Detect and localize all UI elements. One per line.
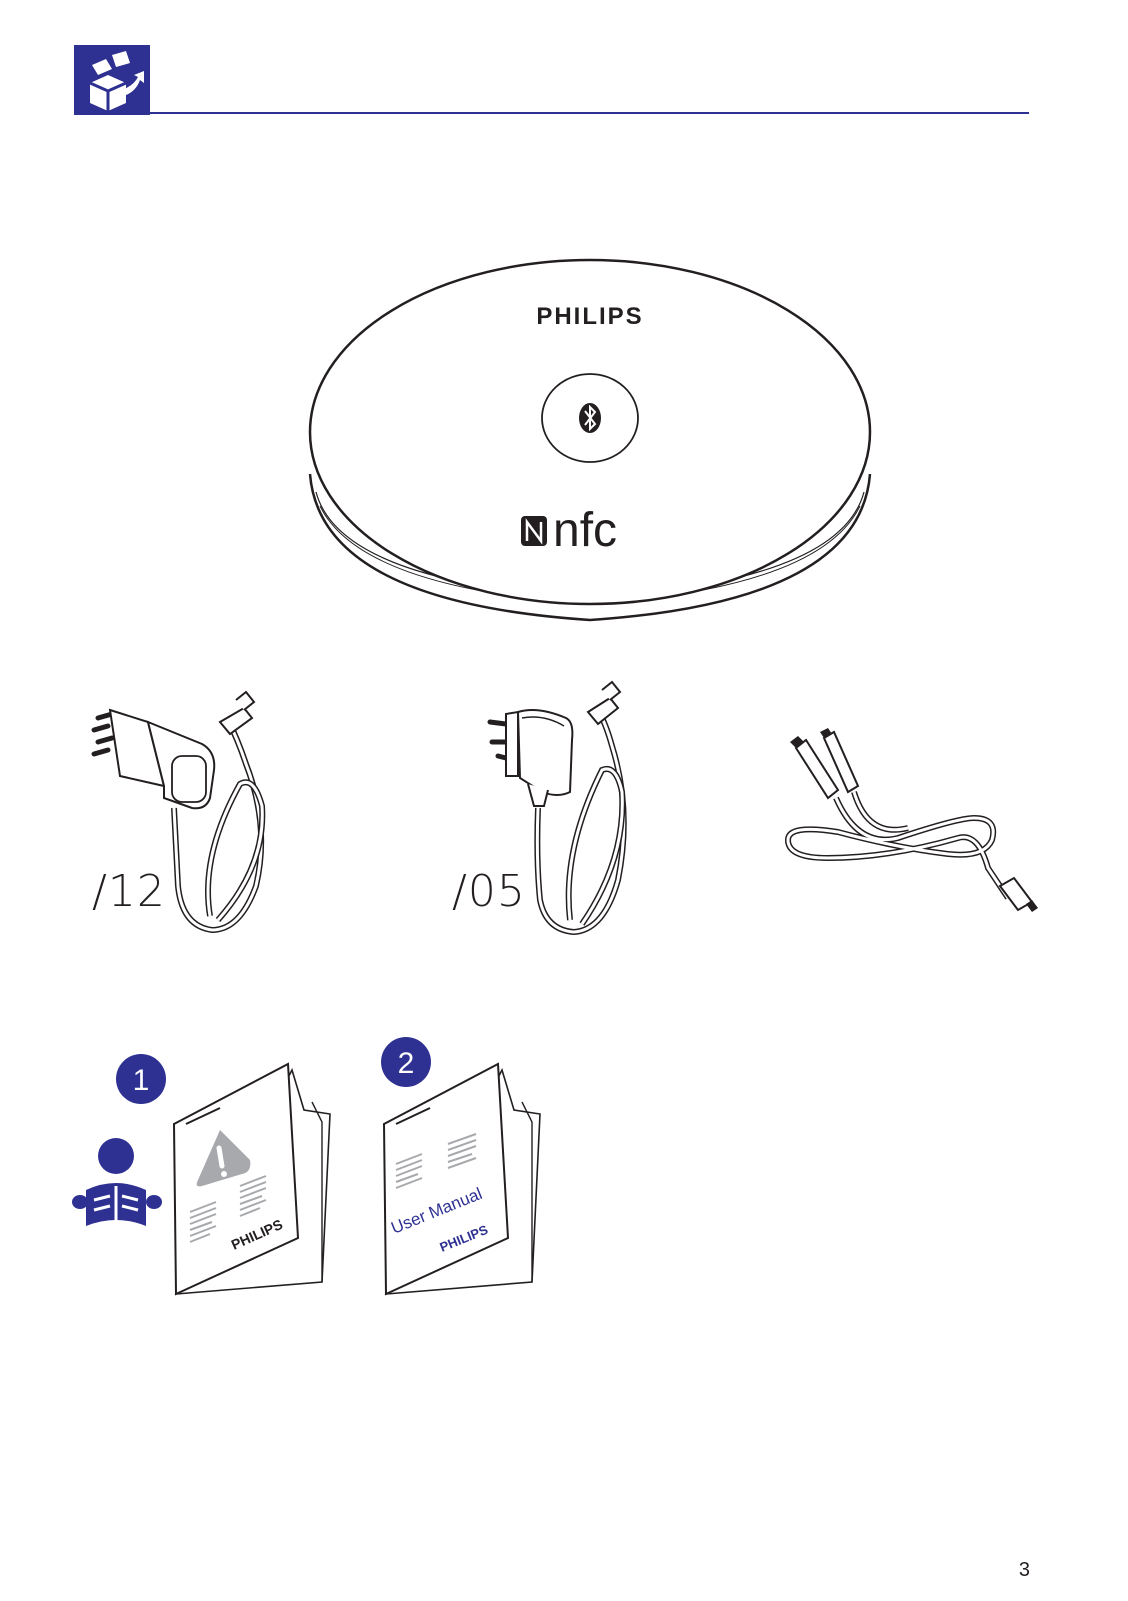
box-unpack-icon	[74, 45, 150, 115]
user-manual-booklet: User Manual PHILIPS	[382, 1062, 550, 1298]
variant-label-12: /12	[92, 866, 166, 917]
nfc-logo-text: nfc	[553, 504, 617, 557]
page-number: 3	[1019, 1559, 1030, 1582]
nfc-n-icon	[521, 516, 547, 546]
header-rule	[74, 112, 1029, 114]
variant-label-05: /05	[452, 866, 526, 917]
device-brand: PHILIPS	[536, 303, 643, 330]
audio-cable	[778, 728, 1038, 928]
document-number-1: 1	[133, 1064, 150, 1097]
safety-leaflet: PHILIPS	[172, 1062, 340, 1298]
bluetooth-icon	[579, 403, 601, 433]
bluetooth-button[interactable]	[542, 374, 638, 462]
philips-nfc-device: PHILIPS nfc	[300, 252, 880, 632]
document-number-badge-1: 1	[115, 1053, 167, 1105]
person-reading-icon	[72, 1136, 162, 1232]
